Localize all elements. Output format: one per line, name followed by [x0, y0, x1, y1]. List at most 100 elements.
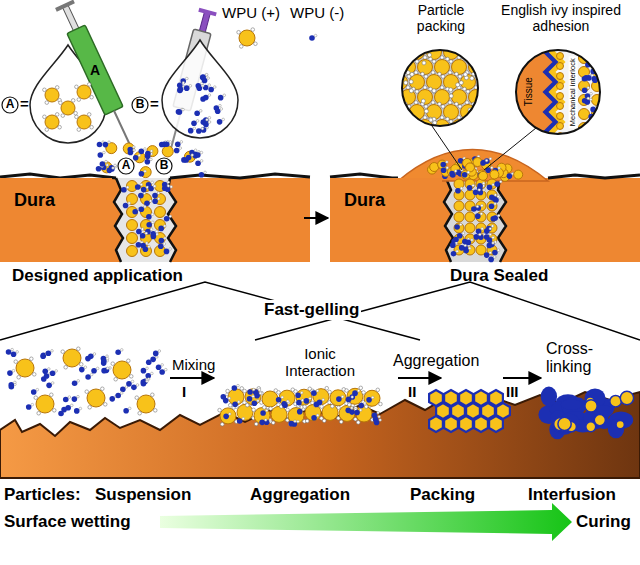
anionic-particle — [223, 414, 229, 420]
anionic-particle — [26, 404, 32, 410]
charge-mark — [228, 397, 231, 400]
charge-mark — [590, 92, 593, 95]
charge-mark — [163, 243, 166, 246]
charge-mark — [254, 42, 258, 46]
charge-mark — [455, 72, 459, 76]
charge-mark — [111, 362, 115, 366]
anionic-particle — [148, 186, 154, 192]
charge-mark — [464, 244, 467, 247]
anionic-particle — [115, 349, 121, 355]
anionic-particle — [467, 185, 473, 191]
anionic-particle — [184, 85, 190, 91]
charge-mark — [12, 369, 15, 372]
cationic-particle — [557, 113, 564, 120]
charge-mark — [424, 105, 428, 109]
charge-mark — [330, 404, 334, 408]
inset-title: English ivy inspired adhesion — [486, 2, 636, 34]
charge-mark — [129, 375, 133, 379]
charge-mark — [459, 81, 463, 85]
dura-band — [0, 178, 123, 262]
anionic-particle — [101, 358, 107, 364]
charge-mark — [199, 110, 202, 113]
charge-mark — [151, 181, 154, 184]
charge-mark — [164, 237, 167, 240]
charge-mark — [61, 350, 65, 354]
cationic-particle — [127, 194, 138, 205]
anionic-particle — [195, 152, 201, 158]
charge-mark — [120, 392, 123, 395]
charge-mark — [404, 42, 408, 46]
panel-arrow — [304, 217, 328, 219]
charge-mark — [170, 186, 173, 189]
charge-mark — [114, 164, 117, 167]
charge-mark — [351, 396, 354, 399]
legend-label: WPU (+) — [222, 4, 280, 21]
charge-mark — [393, 88, 397, 92]
inset-border — [516, 50, 600, 134]
anionic-particle — [450, 242, 456, 248]
charge-mark — [79, 363, 83, 367]
anionic-particle — [175, 141, 181, 147]
anionic-particle — [259, 420, 265, 426]
charge-mark — [489, 227, 492, 230]
charge-mark — [406, 86, 410, 90]
anionic-particle — [63, 397, 69, 403]
anionic-particle — [7, 370, 13, 376]
charge-mark — [153, 409, 157, 413]
anionic-particle — [46, 383, 52, 389]
leader-line — [432, 126, 462, 170]
cationic-particle — [36, 395, 54, 413]
charge-mark — [239, 45, 243, 49]
charge-mark — [494, 203, 497, 206]
charge-mark — [222, 118, 225, 121]
anionic-particle — [85, 374, 91, 380]
dura-surface — [170, 174, 310, 178]
charge-mark — [55, 113, 59, 117]
charge-mark — [414, 71, 418, 75]
component-tag: A — [6, 98, 15, 112]
charge-mark — [271, 421, 275, 425]
anionic-particle — [289, 421, 295, 427]
charge-mark — [448, 101, 452, 105]
charge-mark — [449, 94, 453, 98]
charge-mark — [64, 365, 68, 369]
charge-mark — [77, 347, 81, 351]
charge-mark — [309, 397, 312, 400]
charge-mark — [489, 233, 492, 236]
charge-mark — [412, 117, 416, 121]
charge-mark — [449, 60, 453, 64]
charge-mark — [103, 403, 107, 407]
cationic-particle — [45, 115, 59, 129]
anionic-particle — [471, 206, 477, 212]
charge-mark — [455, 102, 459, 106]
charge-mark — [88, 405, 92, 409]
charge-mark — [446, 167, 449, 170]
anionic-particle — [11, 351, 17, 357]
cationic-particle — [305, 405, 321, 421]
charge-mark — [390, 105, 394, 109]
charge-mark — [446, 57, 450, 61]
inset-title: Particle packing — [396, 2, 486, 34]
tag-circle — [118, 158, 134, 174]
charge-mark — [421, 72, 425, 76]
charge-mark — [470, 76, 474, 80]
cationic-particle — [452, 90, 467, 105]
equals-sign: = — [20, 95, 29, 112]
charge-mark — [494, 194, 497, 197]
charge-mark — [398, 60, 402, 64]
anionic-particle — [194, 110, 200, 116]
cationic-particle — [393, 75, 408, 90]
stage-label: Particles: — [4, 485, 81, 505]
cationic-particle — [427, 75, 442, 90]
charge-mark — [223, 94, 226, 97]
charge-mark — [432, 60, 436, 64]
step-number: I — [182, 383, 186, 400]
anionic-particle — [152, 193, 158, 199]
anionic-particle — [203, 95, 209, 101]
charge-mark — [472, 42, 476, 46]
charge-mark — [194, 149, 197, 152]
cationic-particle — [452, 60, 467, 75]
cationic-particle — [592, 53, 603, 64]
charge-mark — [472, 184, 475, 187]
anionic-particle — [72, 396, 78, 402]
